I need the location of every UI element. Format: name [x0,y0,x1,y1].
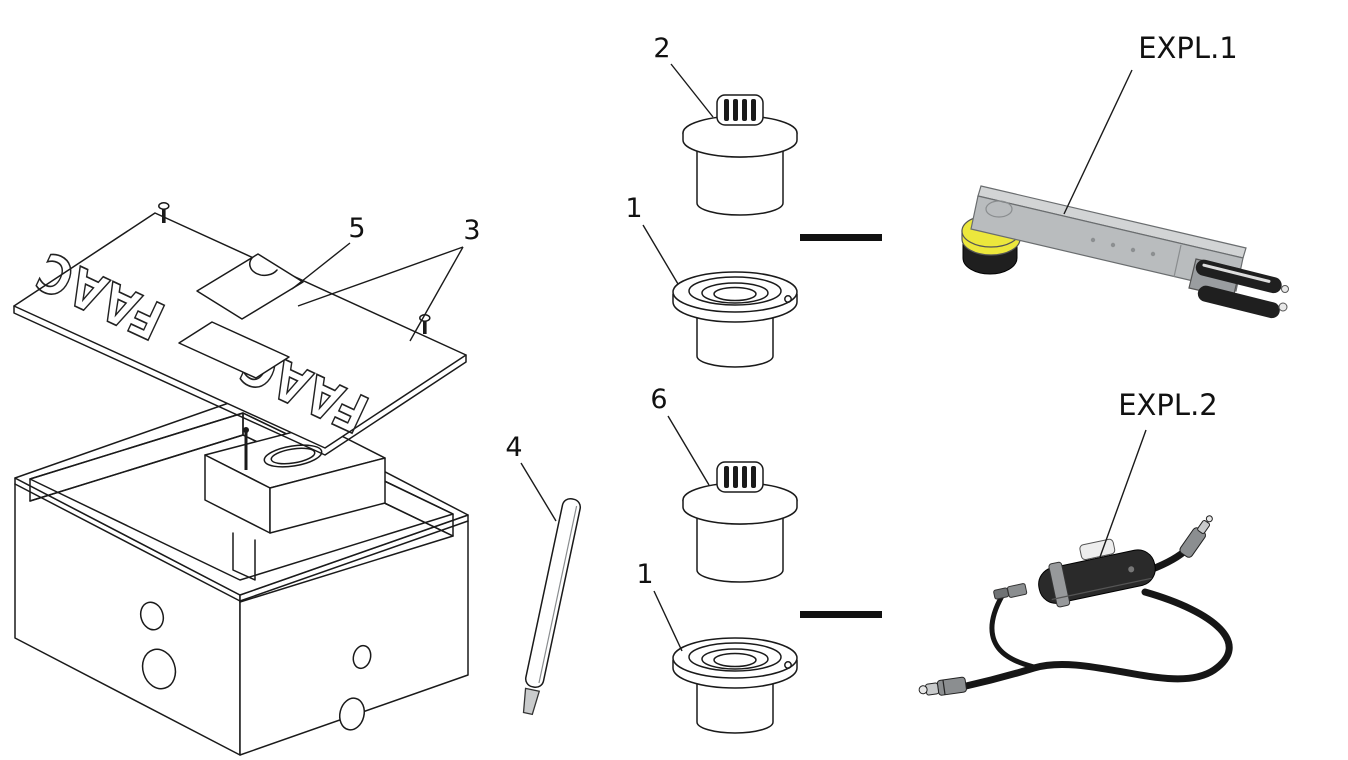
box-rim-lip [14,483,469,602]
expl2-leader [1099,429,1147,558]
callout-1-bottom-label: 1 [636,559,653,590]
callout-1-top-label: 1 [625,193,642,224]
callout-5-label: 5 [348,213,365,244]
foundation-box-drawing [14,397,469,756]
cap-item-2-drawing [682,94,798,216]
handle-bar-bottom [1197,285,1280,319]
callout-6-label: 6 [650,384,667,415]
expl1-label: EXPL.1 [1138,31,1238,65]
callouts: 2 1 5 3 4 6 1 EXPL.1 EXPL.2 [291,31,1238,652]
lever-boss [985,200,1013,218]
lid-drawing: FAAC FAAC [13,202,467,456]
lid-plate [13,212,467,449]
expl2-label: EXPL.2 [1118,388,1218,422]
release-rod-drawing [522,497,582,716]
callout-4-leader [520,462,557,522]
lever-arm [970,195,1244,292]
callout-2-leader [670,63,714,118]
separator-bar-top [800,234,882,241]
release-pin-drawing [243,427,249,470]
knockout-hole [338,697,366,731]
callout-3-leader-b [409,246,464,342]
lock-body [1038,538,1156,608]
callout-4-label: 4 [505,432,522,463]
lid-screw-left [158,202,170,223]
rivet [1130,247,1136,253]
knockout-hole [352,644,372,670]
cable-plug-top [1179,515,1213,558]
release-lever-assembly-drawing [961,185,1289,319]
cable-branch [989,593,1037,670]
lever-step [1173,244,1182,278]
rivet [1110,242,1116,248]
callout-2-label: 2 [653,33,670,64]
lock-lever [1079,538,1116,561]
release-lock-cable-assembly-drawing [918,515,1233,696]
cable-fitting [1007,583,1028,598]
handle-pin [1278,302,1288,312]
cable-long [962,588,1233,690]
callout-5-leader [291,242,351,290]
lid-edge-thickness [13,305,467,456]
rivet [1150,251,1156,257]
lid-screw-right [419,314,431,334]
callout-1-top-leader [642,224,679,285]
bushing-item-1-bottom-drawing [672,637,798,734]
callout-3-leader-a [297,246,464,307]
bushing-item-1-top-drawing [672,271,798,368]
inspection-plate-drawing [196,253,304,320]
cap-item-6-drawing [682,461,798,583]
handle-pin [1281,285,1289,293]
handle-highlight [1202,263,1271,283]
callout-1-bottom-leader [653,590,683,652]
callout-3-label: 3 [463,215,480,246]
knockout-hole [139,601,165,631]
expl1-leader [1063,69,1133,215]
cable-fitting [993,587,1010,600]
lid-rect-opening [178,321,290,379]
callout-6-leader [667,415,710,486]
separator-bar-bottom [800,611,882,618]
cable-plug-left [918,676,967,696]
rivet [1090,237,1096,243]
knockout-hole [141,648,177,690]
